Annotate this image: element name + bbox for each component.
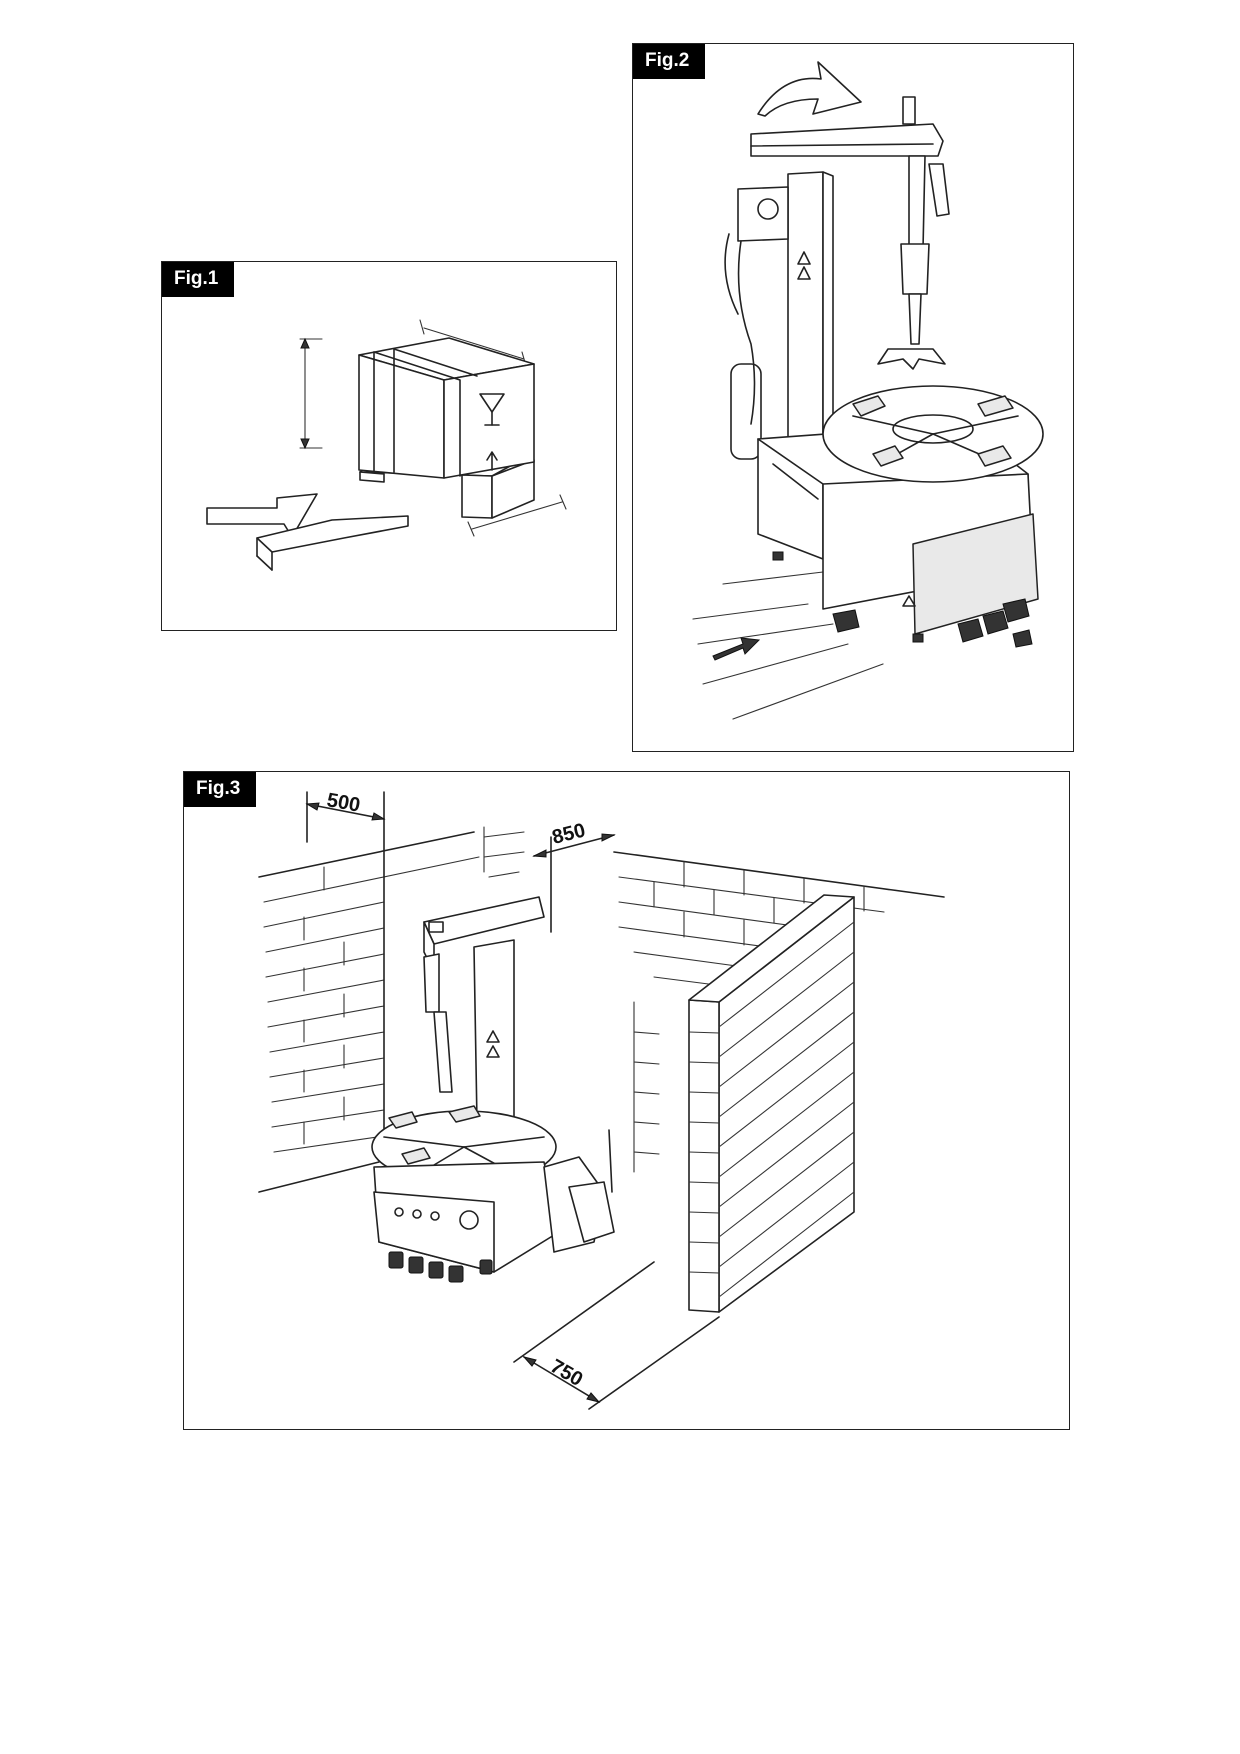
left-brick-wall [258, 826, 525, 1193]
figure-3-label: Fig.3 [184, 772, 257, 807]
dimension-850-label: 850 [550, 819, 588, 848]
dim-750-ext-a [513, 1261, 655, 1363]
dim-750-ext-b [588, 1316, 720, 1410]
crate-illustration [206, 319, 567, 571]
figure-1-crate-handling: Fig.1 [161, 261, 617, 631]
installation-clearance-illustration: 500 850 750 [258, 789, 945, 1410]
figure-1-label: Fig.1 [162, 262, 235, 297]
dimension-750-label: 750 [547, 1355, 587, 1391]
dim-850-line [533, 834, 615, 857]
tyre-changer-machine [371, 896, 615, 1283]
figure-2-machine-transport: Fig.2 [632, 43, 1074, 752]
dim-750-line [523, 1356, 600, 1403]
figure-3-installation-clearances: 500 850 750 [183, 771, 1070, 1430]
tyre-changer-transport-illustration [692, 61, 1044, 720]
dimension-500-label: 500 [325, 789, 362, 816]
dim-500-line [306, 803, 385, 820]
right-brick-wall [688, 894, 855, 1313]
figure-2-label: Fig.2 [633, 44, 706, 79]
